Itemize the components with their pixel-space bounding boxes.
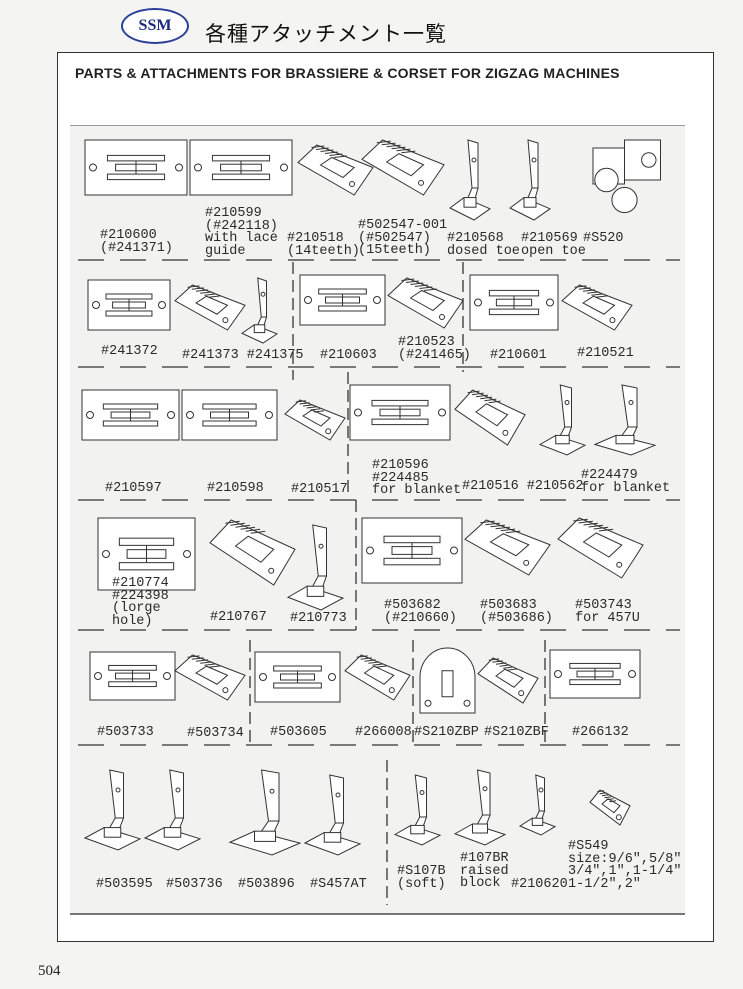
feed-dog-drawing [557, 517, 644, 579]
presser-foot-drawing [240, 277, 279, 344]
throat-plate-drawing [97, 517, 196, 591]
presser-foot-drawing [143, 769, 202, 851]
throat-plate-drawing [361, 517, 463, 584]
part-label: #S210ZBP [414, 725, 479, 740]
feed-dog-drawing [387, 277, 464, 329]
feed-dog-drawing [561, 284, 633, 331]
throat-plate-drawing [84, 139, 188, 196]
part-label: #503595 [96, 877, 153, 892]
presser-foot-drawing [449, 139, 492, 221]
part-label: #210517 [291, 482, 348, 497]
part-label: #210600 (#241371) [100, 228, 173, 256]
feed-dog-drawing [589, 789, 631, 826]
presser-foot-drawing [593, 384, 657, 456]
part-label: #210603 [320, 348, 377, 363]
attachment-drawing [592, 139, 661, 214]
throat-plate-drawing [87, 279, 171, 331]
feed-dog-drawing [209, 519, 296, 586]
part-label: #503736 [166, 877, 223, 892]
part-label: #210568 dosed toe [447, 231, 520, 259]
part-label: #210516 #210562 [462, 479, 584, 494]
part-label: #210601 [490, 348, 547, 363]
part-label: #503743 for 457U [575, 598, 640, 626]
part-label: #210596 #224485 for blanket [372, 458, 462, 498]
part-label: #210599 (#242118) with lace guide [205, 206, 278, 259]
feed-dog-drawing [454, 389, 526, 446]
throat-plate-drawing [549, 649, 641, 699]
part-label: #502547-001 (#502547) (15teeth) [358, 218, 448, 258]
presser-foot-drawing [518, 774, 557, 836]
presser-foot-drawing [453, 769, 507, 846]
part-label: #S520 [583, 231, 624, 246]
feed-dog-drawing [297, 144, 374, 196]
part-label: #503683 (#503686) [480, 598, 553, 626]
part-label: #503605 [270, 725, 327, 740]
presser-foot-drawing [538, 384, 587, 456]
part-label: #107BR raised block [460, 851, 509, 891]
needle-plate-drawing [419, 647, 476, 714]
part-label: #210620 [511, 877, 568, 892]
part-label: #S549 size:9/6",5/8" 3/4",1",1-1/4" 1-1/… [568, 839, 682, 892]
throat-plate-drawing [81, 389, 180, 441]
feed-dog-drawing [174, 654, 246, 701]
part-label: #224479 for blanket [581, 468, 671, 496]
part-label: #S457AT [310, 877, 367, 892]
part-label: #210523 (#241465) [398, 335, 471, 363]
part-label: #241372 [101, 344, 158, 359]
part-label: #210598 [207, 481, 264, 496]
throat-plate-drawing [254, 651, 341, 703]
part-label: #210597 [105, 481, 162, 496]
feed-dog-drawing [464, 519, 551, 576]
presser-foot-drawing [286, 524, 345, 611]
feed-dog-drawing [344, 654, 411, 701]
throat-plate-drawing [181, 389, 278, 441]
part-label: #210773 [290, 611, 347, 626]
presser-foot-drawing [303, 774, 362, 856]
feed-dog-drawing [174, 284, 246, 331]
page-title: PARTS & ATTACHMENTS FOR BRASSIERE & CORS… [75, 65, 620, 81]
throat-plate-drawing [349, 384, 451, 441]
part-label: #241373 #241375 [182, 348, 304, 363]
throat-plate-drawing [299, 274, 386, 326]
part-label: #266008 [355, 725, 412, 740]
part-label: #210569 open toe [521, 231, 586, 259]
page-number: 504 [38, 963, 61, 979]
part-label: #210774 #224398 (lorge hole) [112, 576, 169, 629]
part-label: #503896 [238, 877, 295, 892]
feed-dog-drawing [477, 657, 539, 704]
part-label: #503682 (#210660) [384, 598, 457, 626]
japanese-title: 各種アタッチメント一覧 [205, 22, 447, 46]
presser-foot-drawing [393, 774, 442, 846]
part-label: #210518 (14teeth) [287, 231, 360, 259]
presser-foot-drawing [83, 769, 142, 851]
part-label: #503734 [187, 726, 244, 741]
part-label: #S210ZBF [484, 725, 549, 740]
ssm-logo: SSM [121, 8, 189, 44]
part-label: #S107B (soft) [397, 864, 446, 892]
part-label: #210521 [577, 346, 634, 361]
part-label: #503733 [97, 725, 154, 740]
presser-foot-drawing [228, 769, 302, 856]
throat-plate-drawing [189, 139, 293, 196]
part-label: #266132 [572, 725, 629, 740]
feed-dog-drawing [361, 139, 445, 196]
feed-dog-drawing [284, 399, 346, 441]
part-label: #210767 [210, 610, 267, 625]
throat-plate-drawing [89, 651, 176, 701]
throat-plate-drawing [469, 274, 559, 331]
presser-foot-drawing [509, 139, 552, 221]
